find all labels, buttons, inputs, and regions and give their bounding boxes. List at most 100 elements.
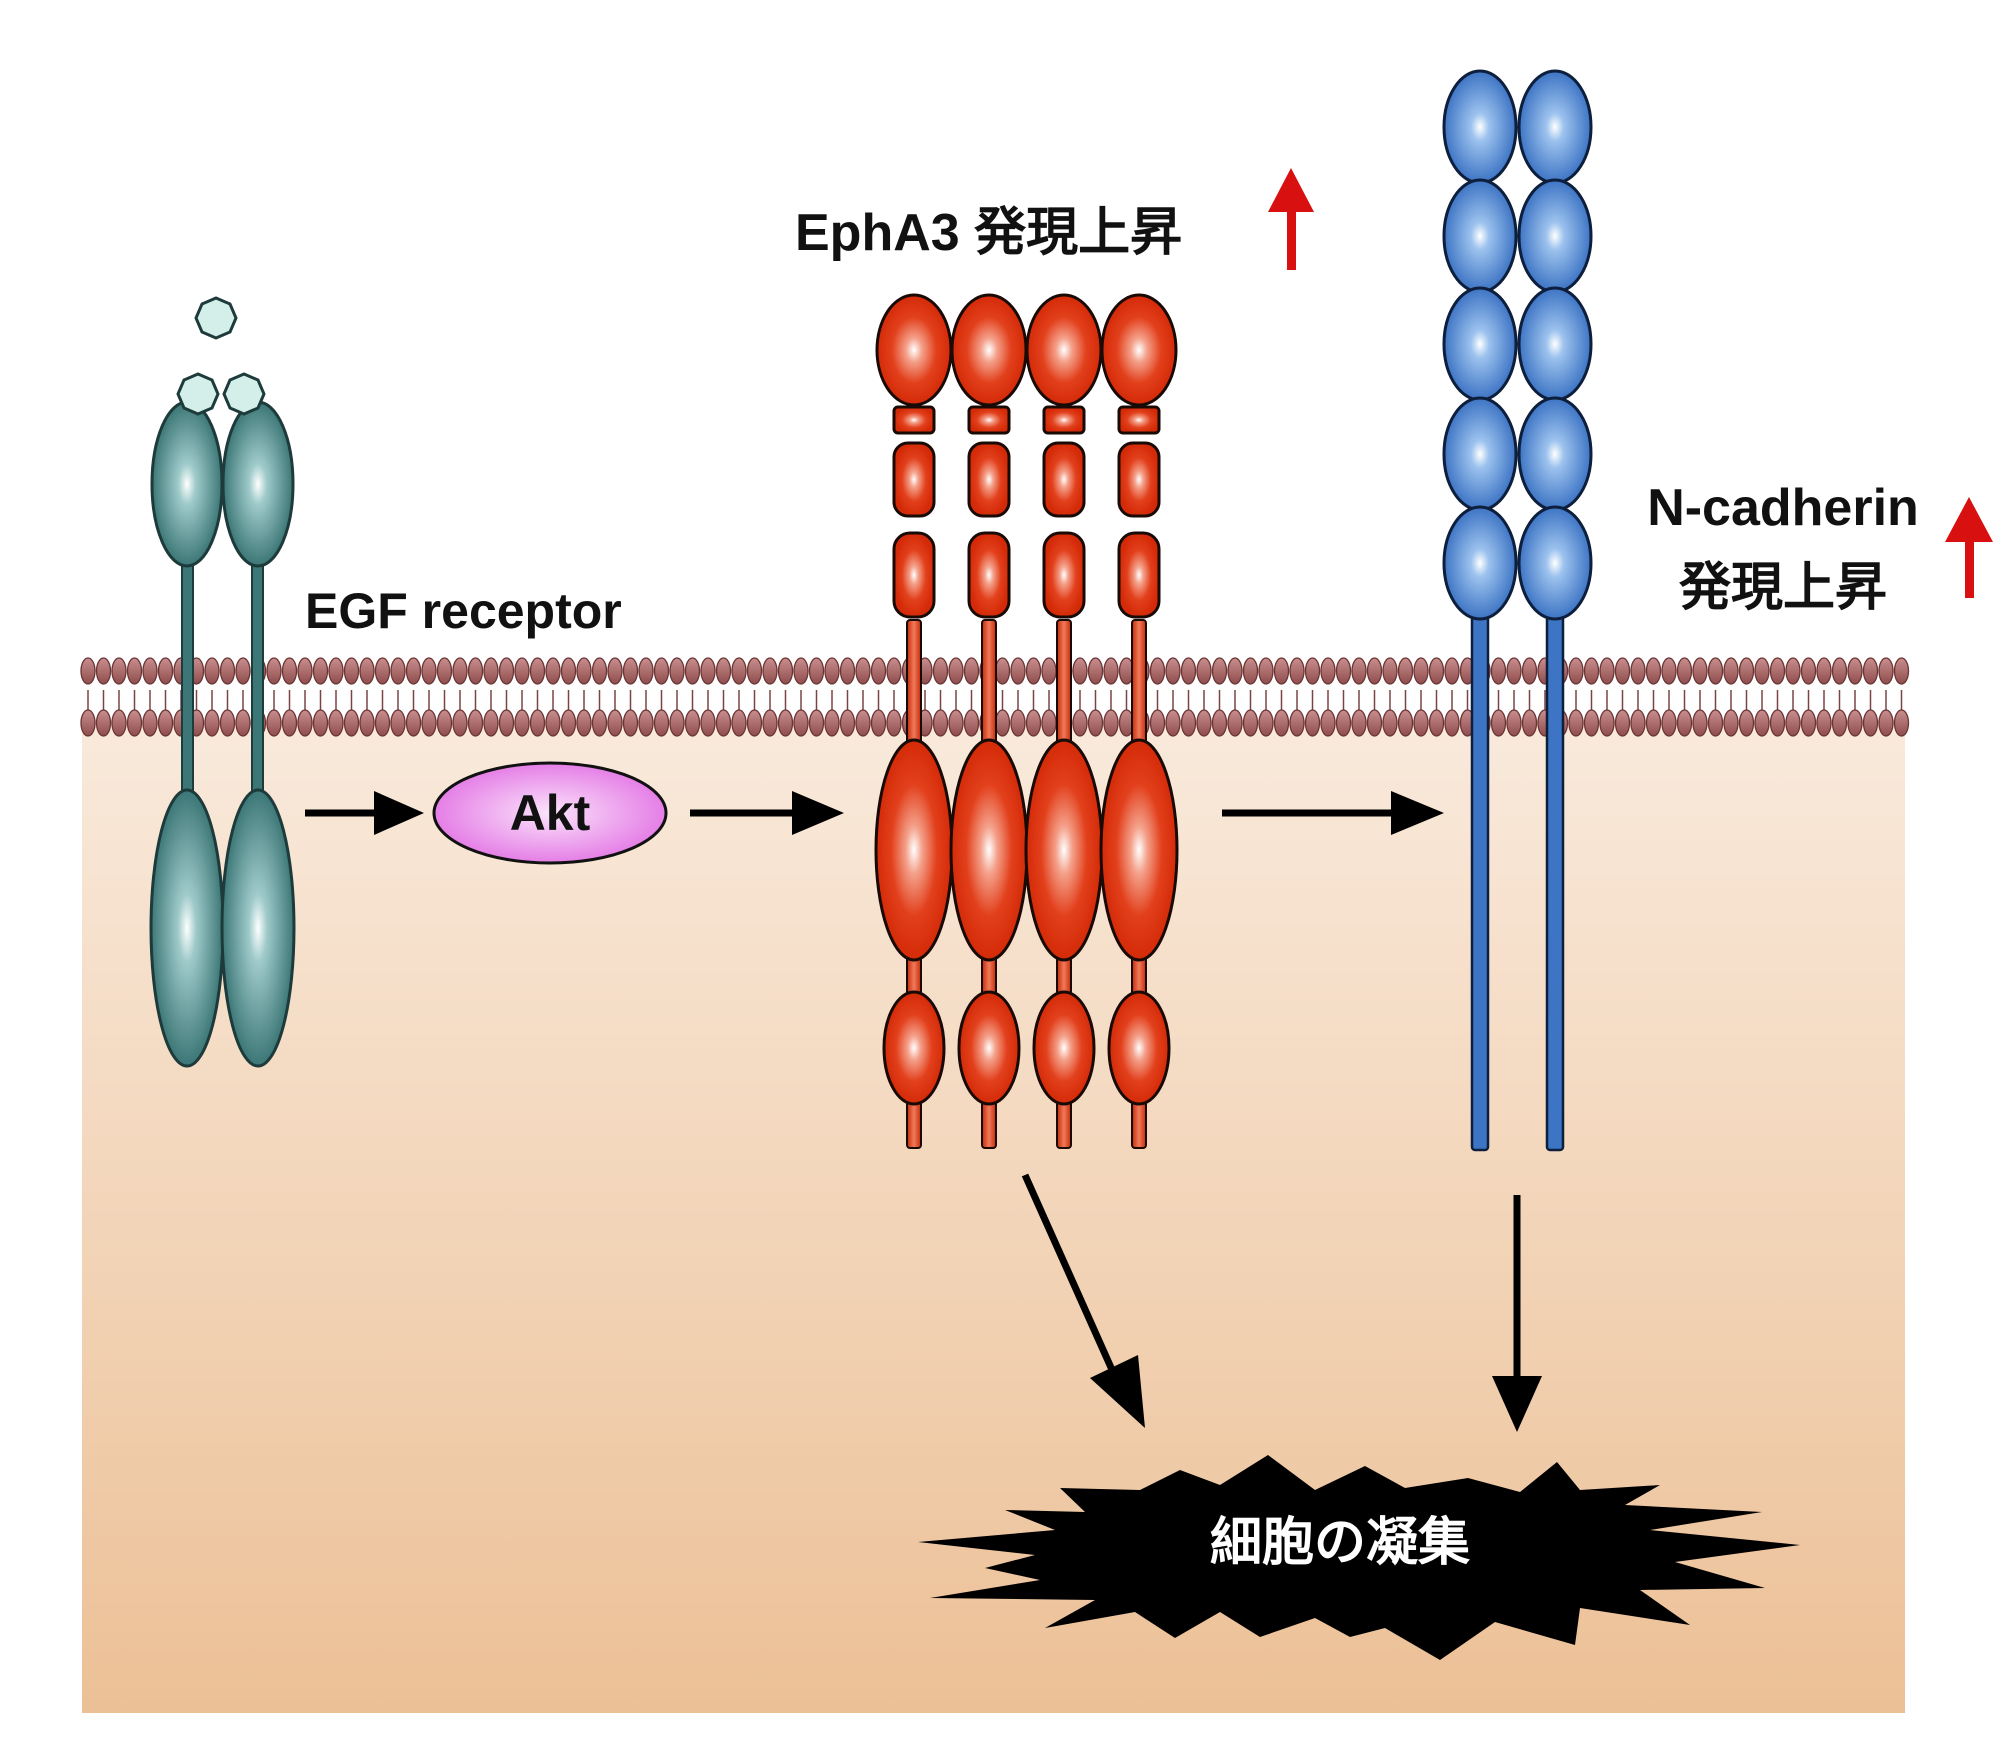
lipid-head-outer [1769, 657, 1786, 685]
lipid-head-outer [483, 657, 499, 685]
lipid-head-outer [529, 657, 546, 685]
up-arrow-icon [1945, 497, 1993, 598]
lipid-head-outer [359, 657, 375, 685]
lipid-head-inner [312, 709, 329, 737]
lipid-head-outer [855, 657, 871, 685]
lipid-head-outer [1676, 657, 1693, 685]
lipid-head-inner [731, 709, 747, 737]
lipid-head-outer [219, 657, 236, 685]
lipid-head-inner [467, 709, 484, 737]
epha3-receptor-cluster [874, 293, 1179, 1149]
epha3-kinase-domain [1099, 738, 1179, 962]
lipid-head-outer [545, 657, 561, 685]
arrow-right-icon [1222, 791, 1444, 835]
lipid-head-outer [1242, 657, 1259, 685]
lipid-head-inner [684, 709, 701, 737]
lipid-head-inner [1382, 709, 1398, 737]
lipid-head-outer [436, 657, 453, 685]
lipid-head-outer [762, 657, 778, 685]
epha3-ligand-binding-domain [1100, 293, 1178, 407]
lipid-head-inner [1599, 709, 1615, 737]
lipid-head-inner [1180, 709, 1197, 737]
lipid-head-inner [95, 709, 112, 737]
n-cadherin-ec-domain [1517, 505, 1593, 621]
lipid-head-outer [1180, 657, 1197, 685]
lipid-head-inner [421, 709, 437, 737]
lipid-head-outer [1041, 657, 1057, 685]
n-cadherin-ec-domain [1517, 286, 1593, 402]
lipid-head-inner [560, 709, 577, 737]
lipid-head-outer [746, 657, 763, 685]
n-cadherin-stem [1470, 608, 1490, 1152]
lipid-head-outer [1382, 657, 1398, 685]
lipid-head-inner [576, 709, 592, 737]
lipid-head-outer [1149, 657, 1166, 685]
lipid-head-inner [870, 709, 887, 737]
lipid-head-outer [1893, 657, 1910, 685]
lipid-head-inner [963, 709, 980, 737]
lipid-head-outer [80, 657, 96, 685]
lipid-head-outer [1521, 657, 1538, 685]
lipid-head-inner [1242, 709, 1259, 737]
lipid-head-inner [235, 709, 251, 737]
lipid-head-outer [1335, 657, 1352, 685]
lipid-head-outer [1428, 657, 1445, 685]
lipid-head-inner [1816, 709, 1832, 737]
lipid-head-inner [1506, 709, 1522, 737]
lipid-head-inner [607, 709, 623, 737]
lipid-head-outer [932, 657, 949, 685]
lipid-head-inner [1072, 709, 1088, 737]
lipid-head-outer [343, 657, 360, 685]
lipid-head-inner [126, 709, 143, 737]
lipid-head-outer [111, 657, 127, 685]
arrow-right-icon [305, 791, 424, 835]
lipid-head-outer [1816, 657, 1832, 685]
lipid-head-inner [700, 709, 716, 737]
lipid-head-inner [452, 709, 468, 737]
lipid-head-inner [1397, 709, 1414, 737]
lipid-head-outer [1614, 657, 1631, 685]
n-cadherin-dimer [1442, 69, 1593, 1152]
lipid-head-outer [1289, 657, 1305, 685]
lipid-head-outer [281, 657, 298, 685]
lipid-head-inner [1847, 709, 1863, 737]
lipid-head-inner [1831, 709, 1848, 737]
n-cadherin-stem [1545, 608, 1565, 1152]
lipid-head-inner [1862, 709, 1879, 737]
lipid-head-outer [126, 657, 143, 685]
lipid-head-inner [1676, 709, 1693, 737]
up-arrow-icon [1268, 168, 1314, 270]
n-cadherin-ec-domain [1517, 178, 1593, 294]
lipid-head-outer [266, 657, 282, 685]
lipid-head-outer [1025, 657, 1042, 685]
lipid-head-inner [1227, 709, 1243, 737]
lipid-head-outer [1413, 657, 1429, 685]
lipid-head-outer [793, 657, 809, 685]
lipid-head-outer [1072, 657, 1088, 685]
lipid-head-outer [994, 657, 1011, 685]
arrow-diagonal-icon [1021, 1173, 1145, 1428]
lipid-head-inner [994, 709, 1011, 737]
lipid-head-outer [1196, 657, 1212, 685]
epha3-fibronectin-domain [1042, 441, 1086, 518]
epha3-fibronectin-domain [1117, 441, 1161, 518]
egf-receptor-dimer [149, 296, 296, 1068]
ncadherin-expr-label: 発現上昇 [1679, 559, 1887, 617]
lipid-head-outer [312, 657, 329, 685]
epha3-sam-domain [957, 990, 1021, 1106]
lipid-head-outer [452, 657, 468, 685]
lipid-head-inner [777, 709, 794, 737]
lipid-head-outer [1490, 657, 1507, 685]
lipid-head-inner [1304, 709, 1321, 737]
lipid-head-outer [700, 657, 716, 685]
egf-ligand-icon [176, 372, 220, 416]
lipid-head-outer [1351, 657, 1367, 685]
lipid-head-outer [1862, 657, 1879, 685]
lipid-head-inner [297, 709, 313, 737]
lipid-head-outer [622, 657, 639, 685]
lipid-head-inner [1413, 709, 1429, 737]
lipid-head-inner [111, 709, 127, 737]
n-cadherin-ec-domain [1517, 396, 1593, 512]
lipid-head-outer [1397, 657, 1414, 685]
epha3-fibronectin-domain [1042, 531, 1086, 619]
